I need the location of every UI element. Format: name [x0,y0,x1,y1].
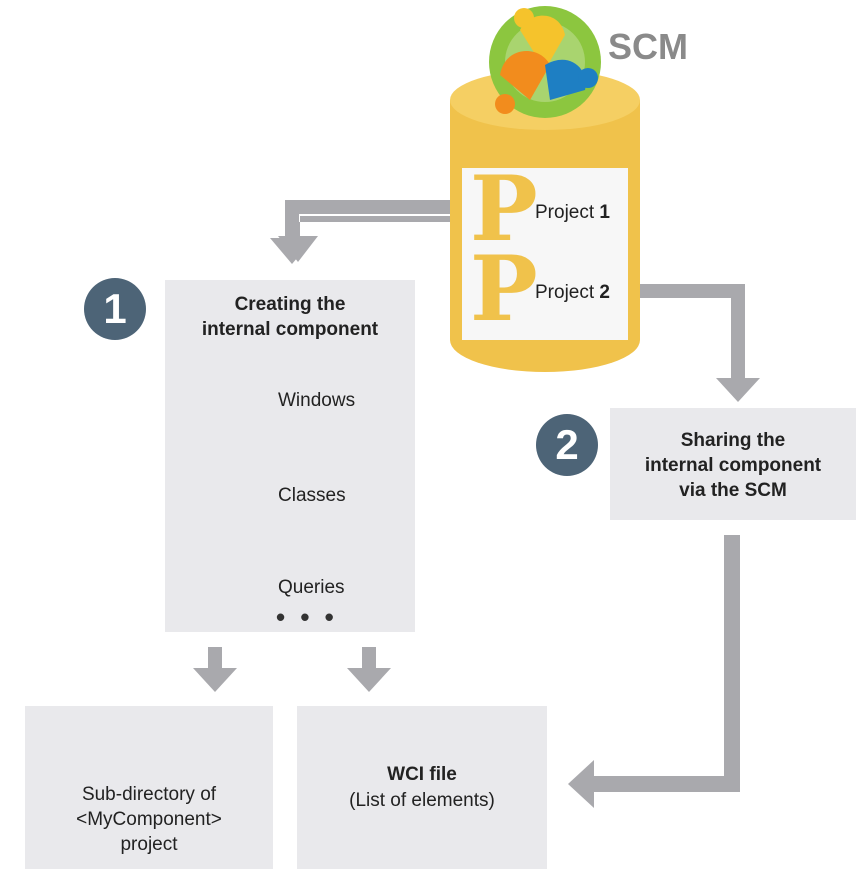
project-1-label: Project 1 [535,202,610,224]
subdirectory-line2: <MyComponent> [76,809,222,830]
scm-label: SCM [608,26,688,67]
project-2-label: Project 2 [535,282,610,304]
arrow-step1-to-wci [347,647,391,692]
step1-title: Creating the internal component [165,292,415,342]
scm-logo-icon [489,6,601,118]
wci-file-subtitle: (List of elements) [349,790,495,811]
step2-box: Sharing the internal component via the S… [610,408,856,520]
step2-title-line2: internal component [644,455,822,476]
step1-badge: 1 [84,278,146,340]
arrow-project1-to-step1 [270,200,472,264]
wci-file-box: WCI file (List of elements) [297,706,547,869]
p-letter-2: P [470,236,538,342]
wci-file-title: WCI file [387,764,457,785]
step1-title-line1: Creating the [234,294,346,315]
project-2-number: 2 [599,282,610,303]
p-letter-1: P [470,156,538,262]
subdirectory-line3: project [120,834,178,855]
project-1-number: 1 [599,202,610,223]
project2-p-icon: P [470,236,538,342]
step2-title: Sharing the internal component via the S… [610,428,856,503]
item-queries-label: Queries [278,577,345,598]
step1-box: Creating the internal component [165,280,415,632]
more-items-ellipsis: • • • [276,602,338,632]
step1-title-line2: internal component [201,319,379,340]
step2-title-line3: via the SCM [679,480,787,501]
subdirectory-box: Sub-directory of <MyComponent> project [25,706,273,869]
subdirectory-line1: Sub-directory of [81,784,217,805]
step2-badge: 2 [536,414,598,476]
project1-p-icon: P [470,156,538,262]
step2-title-line1: Sharing the [680,430,786,451]
scm-database-icon [450,70,640,372]
item-windows-label: Windows [278,390,356,411]
subdirectory-text: Sub-directory of <MyComponent> project [25,782,273,857]
project-1-prefix: Project [535,202,595,223]
arrow-project2-to-step2 [625,284,760,402]
project-2-prefix: Project [535,282,595,303]
arrow-step1-to-subdir [193,647,237,692]
arrow-step2-to-wci [568,535,740,808]
item-classes-label: Classes [278,485,346,506]
